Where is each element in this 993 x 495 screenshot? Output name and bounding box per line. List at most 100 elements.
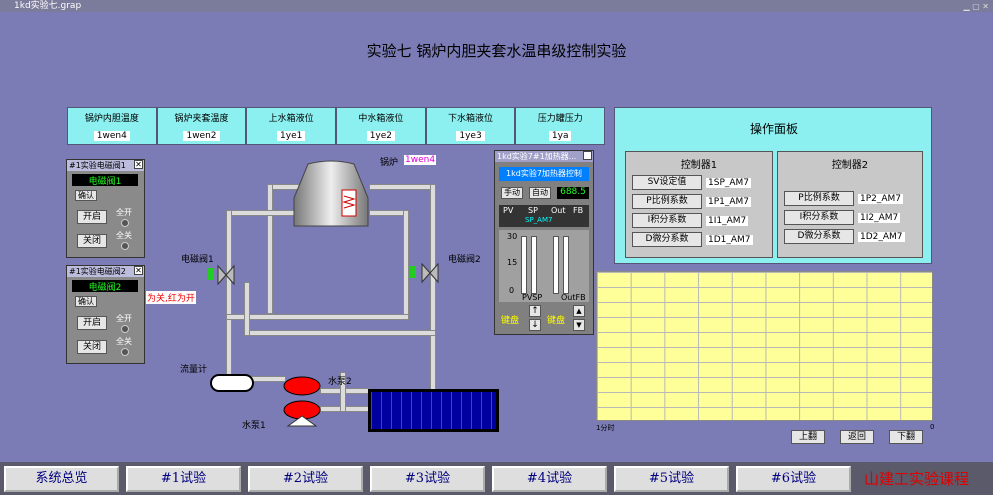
back-button[interactable]: 返回 — [840, 430, 874, 444]
window-controls[interactable]: ▁ ▢ ✕ — [963, 2, 990, 11]
sensor-tag: 1ye3 — [456, 130, 485, 141]
bottom-navigation: 系统总览 #1试验 #2试验 #3试验 #4试验 #5试验 #6试验 山建工实验… — [0, 462, 993, 495]
open-button[interactable]: 开启 — [77, 210, 107, 224]
i2-tag: 1I2_AM7 — [858, 212, 901, 223]
p-gain-2-button[interactable]: P比例系数 — [784, 191, 854, 206]
boiler-tag: 1wen4 — [404, 155, 437, 165]
sensor-label: 下水箱液位 — [448, 114, 494, 125]
pump-1-icon[interactable] — [282, 400, 322, 428]
nav-test-3[interactable]: #3试验 — [370, 465, 485, 492]
trend-chart-grid[interactable] — [596, 271, 933, 421]
sensor-label: 锅炉夹套温度 — [174, 114, 229, 125]
close-button[interactable]: 关闭 — [77, 340, 107, 354]
all-close-label: 全关 — [116, 337, 132, 346]
sensor-tag: 1wen2 — [183, 130, 220, 141]
pv-bar — [521, 236, 527, 294]
nav-system-overview[interactable]: 系统总览 — [4, 465, 119, 492]
arrow-down-icon[interactable]: ↓ — [529, 319, 541, 331]
controller-1-row: P比例系数 1P1_AM7 — [632, 194, 766, 209]
triangle-down-icon[interactable]: ▼ — [573, 319, 585, 331]
all-close-indicator[interactable] — [121, 242, 129, 250]
controller-2-row: I积分系数 1I2_AM7 — [784, 210, 916, 225]
faceplate-titlebar: 1kd实验7#1加热器... ✕ — [495, 151, 593, 162]
i-gain-1-button[interactable]: I积分系数 — [632, 213, 702, 228]
fb-bar — [563, 236, 569, 294]
sensor-tag: 1ye2 — [366, 130, 396, 141]
faceplate-title: 1kd实验7#1加热器... — [497, 152, 577, 161]
nav-test-1[interactable]: #1试验 — [126, 465, 241, 492]
keypad-label-2: 键盘 — [547, 316, 566, 326]
sv-tag: 1SP_AM7 — [706, 177, 752, 188]
pipe — [430, 184, 436, 394]
trend-x-end: 0 — [930, 423, 935, 431]
d-gain-1-button[interactable]: D微分系数 — [632, 232, 702, 247]
pipe — [244, 330, 436, 336]
all-open-indicator[interactable] — [121, 219, 129, 227]
nav-test-5[interactable]: #5试验 — [614, 465, 729, 492]
nav-test-2[interactable]: #2试验 — [248, 465, 363, 492]
i-gain-2-button[interactable]: I积分系数 — [784, 210, 854, 225]
pump-2-icon[interactable] — [282, 376, 322, 396]
all-close-indicator[interactable] — [121, 348, 129, 356]
arrow-up-icon[interactable]: ↑ — [529, 305, 541, 317]
sp-value: SP_AM7 — [525, 216, 553, 224]
sv-setpoint-button[interactable]: SV设定值 — [632, 175, 702, 190]
all-open-label: 全开 — [116, 208, 132, 217]
solenoid-valve-2-icon[interactable] — [410, 262, 442, 284]
confirm-button[interactable]: 确认 — [75, 190, 97, 201]
faceplate-name: 1kd实验7加热器控制 — [499, 167, 589, 181]
sensor-label: 压力罐压力 — [537, 114, 583, 125]
pipe — [226, 314, 409, 320]
valve-panel-1: #1实验电磁阀1 ✕ 电磁阀1 确认 开启 关闭 全开 全关 — [66, 159, 145, 258]
p1-tag: 1P1_AM7 — [706, 196, 752, 207]
page-up-button[interactable]: 上翻 — [791, 430, 825, 444]
confirm-button[interactable]: 确认 — [75, 296, 97, 307]
pipe — [369, 184, 436, 190]
triangle-up-icon[interactable]: ▲ — [573, 305, 585, 317]
close-icon[interactable]: ✕ — [583, 151, 592, 160]
close-icon[interactable]: ✕ — [134, 160, 143, 169]
valve-color-note: 为关,红为开 — [146, 291, 196, 304]
valve-panel-1-title: #1实验电磁阀1 — [69, 161, 126, 170]
sensor-tag: 1ya — [548, 130, 572, 141]
controller-1-box: 控制器1 SV设定值 1SP_AM7 P比例系数 1P1_AM7 I积分系数 1I1_… — [625, 151, 773, 258]
controller-1-row: SV设定值 1SP_AM7 — [632, 175, 766, 190]
pipe — [340, 372, 346, 412]
scale-mid: 15 — [507, 258, 518, 267]
page-down-button[interactable]: 下翻 — [889, 430, 923, 444]
sp-label: SP — [528, 206, 538, 215]
open-button[interactable]: 开启 — [77, 316, 107, 330]
d-gain-2-button[interactable]: D微分系数 — [784, 229, 854, 244]
controller-2-title: 控制器2 — [831, 160, 869, 171]
valve-2-name: 电磁阀2 — [72, 280, 138, 293]
boiler-label: 锅炉 — [380, 158, 399, 168]
faceplate-value-header: PV SP Out FB SP_AM7 — [499, 205, 589, 227]
manual-button[interactable]: 手动 — [501, 187, 523, 199]
solenoid-valve-1-icon[interactable] — [208, 264, 238, 286]
out-bar — [553, 236, 559, 294]
sensor-cell: 下水箱液位 1ye3 — [425, 107, 516, 145]
close-button[interactable]: 关闭 — [77, 234, 107, 248]
all-open-indicator[interactable] — [121, 325, 129, 333]
scale-bottom: 0 — [509, 286, 515, 295]
pv-label: PV — [503, 206, 514, 215]
pump1-label: 水泵1 — [242, 421, 266, 431]
p-gain-1-button[interactable]: P比例系数 — [632, 194, 702, 209]
flowmeter-icon — [210, 374, 254, 392]
sensor-label: 中水箱液位 — [358, 114, 404, 125]
sensor-cell: 锅炉夹套温度 1wen2 — [156, 107, 247, 145]
pump2-label: 水泵2 — [328, 377, 352, 387]
ops-panel-title: 操作面板 — [749, 122, 798, 136]
nav-test-4[interactable]: #4试验 — [492, 465, 607, 492]
controller-1-title: 控制器1 — [680, 160, 718, 171]
sensor-label: 锅炉内胆温度 — [84, 114, 139, 125]
i1-tag: 1I1_AM7 — [706, 215, 749, 226]
close-icon[interactable]: ✕ — [134, 266, 143, 275]
nav-test-6[interactable]: #6试验 — [736, 465, 851, 492]
auto-button[interactable]: 自动 — [529, 187, 551, 199]
all-open-label: 全开 — [116, 314, 132, 323]
